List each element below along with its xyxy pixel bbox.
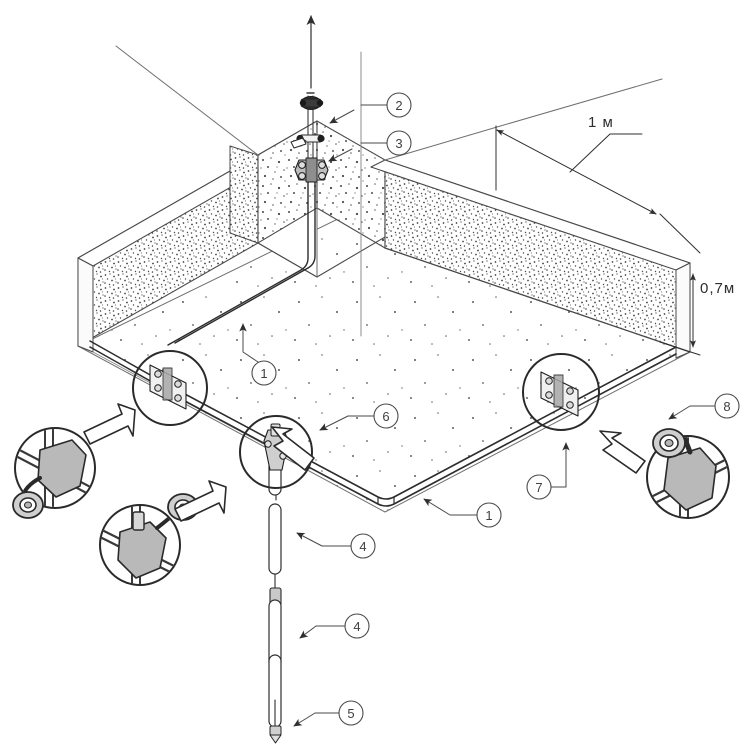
callout-label-5[interactable]: 5 [347,706,355,721]
perimeter-conductor [89,340,677,507]
rod-tip-point [269,725,282,744]
detail-view-lower-left [99,493,199,586]
wall-left-outer-face [77,257,94,353]
down-conductor-left [167,167,309,346]
detail-view-upper-left [12,427,96,519]
pedestal-base-edge-right [316,236,386,278]
callout-label-8[interactable]: 8 [723,399,731,414]
wall-left-step [229,145,259,244]
detail-rings [132,350,600,489]
callout-label-7[interactable]: 7 [535,480,543,495]
mast-clamp-upper [299,96,324,110]
callout-circle-1a [251,360,277,386]
ceiling-edge-left [115,45,259,156]
dimension-label-depth: 0,7м [700,280,736,297]
callout-circle-2 [386,92,412,118]
detail-right-coil [652,428,686,458]
callout-circle-6 [373,403,399,429]
callout-circle-1b [476,502,502,528]
callout-circle-7 [526,474,552,500]
explode-arrow-right [599,430,646,474]
leader-8 [668,405,716,420]
callout-circle-4b [344,613,370,639]
foundation-assembly [77,45,691,513]
explode-arrow-left-upper [83,403,136,445]
callout-label-1-lower[interactable]: 1 [485,508,493,523]
leader-2-arrow [329,109,355,124]
leader-3-arrow [328,148,353,162]
rod-section-2 [268,503,282,575]
callout-label-4-lower[interactable]: 4 [353,619,361,634]
pedestal-base-edge-left [257,242,318,278]
leader-1a [239,323,259,363]
callout-circle-3 [386,130,412,156]
callout-leaders [239,104,716,727]
callout-circle-8 [714,393,740,419]
detail-ring-center-clamp [239,415,313,489]
leader-4a [296,532,352,547]
callout-label-4-upper[interactable]: 4 [359,539,367,554]
clamp-right-plate [540,371,579,417]
callout-label-1-upper[interactable]: 1 [260,366,268,381]
conductor-corner-cap [377,496,395,505]
callout-label-3[interactable]: 3 [395,136,403,151]
callout-circle-5 [338,700,364,726]
dim-07-ext-bot [659,341,701,356]
mast-assembly [167,15,362,346]
ground-rod-string [268,459,282,744]
detail-ring-left-clamp [132,350,208,426]
callout-circles [251,92,740,726]
dim-1m-line [496,129,657,215]
mast-tag-plate [290,136,307,149]
leader-6 [319,415,375,431]
callout-label-6[interactable]: 6 [382,409,390,424]
detail-view-right [646,428,730,519]
dim-07-ext-top [659,213,701,254]
explode-arrow-left-lower [174,480,227,522]
dim-1m-leader [569,133,643,173]
explode-arrows [83,403,646,522]
dimension-lines [495,125,701,356]
leader-4b [299,625,346,639]
callout-circle-4a [350,533,376,559]
leader-5 [293,712,340,727]
ceiling-edge-right-2 [384,78,663,161]
explode-arrow-center [271,426,315,471]
detail-ring-right-clamp [522,353,600,431]
down-conductor-right [174,167,316,344]
wall-right-lower-edge [384,247,691,353]
clamp-left-plate [149,364,187,410]
callout-label-2[interactable]: 2 [395,98,403,113]
dimension-label-width: 1 м [588,114,614,131]
wall-right-outer-sliver [675,262,691,359]
leader-1b [423,498,478,516]
leader-7 [550,442,570,488]
mast-base-clamp [294,157,329,183]
detail-ul-coil [12,491,44,519]
